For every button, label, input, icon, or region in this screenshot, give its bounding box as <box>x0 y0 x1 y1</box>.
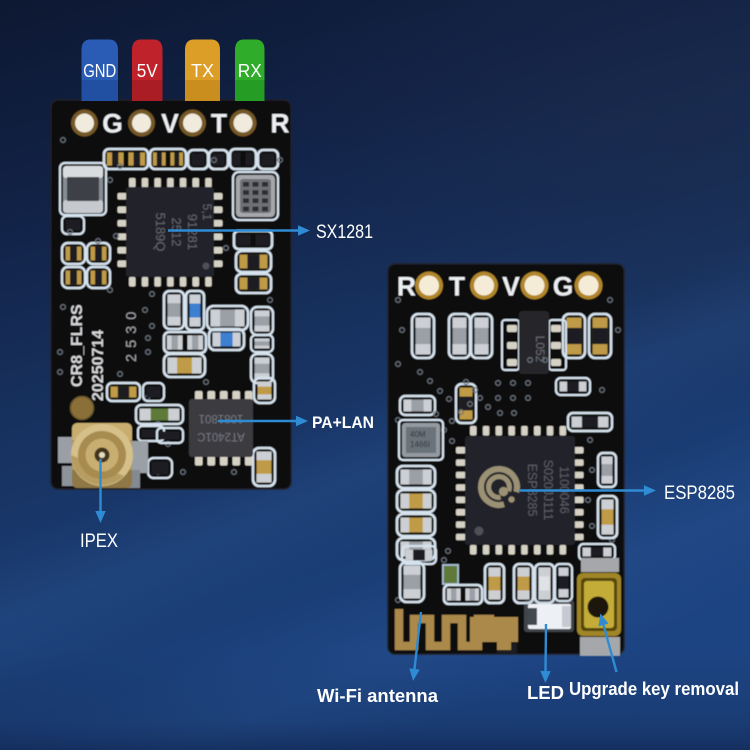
svg-text:R: R <box>270 109 289 139</box>
svg-text:5V: 5V <box>137 61 158 81</box>
svg-text:G: G <box>553 272 574 302</box>
svg-text:91281: 91281 <box>185 214 200 250</box>
svg-text:GND: GND <box>83 61 116 81</box>
svg-text:SX1281: SX1281 <box>316 221 373 243</box>
svg-text:Upgrade key removal: Upgrade key removal <box>569 679 739 699</box>
svg-text:IPEX: IPEX <box>80 530 118 552</box>
svg-text:5,1: 5,1 <box>200 204 214 221</box>
svg-text:20250714: 20250714 <box>90 330 107 401</box>
svg-text:V: V <box>161 109 179 139</box>
svg-text:T: T <box>449 272 465 302</box>
svg-text:LED: LED <box>527 683 564 703</box>
svg-text:L052: L052 <box>533 336 547 363</box>
svg-text:RX: RX <box>238 61 262 81</box>
svg-text:G: G <box>102 109 123 139</box>
svg-text:CR8_FLRS: CR8_FLRS <box>69 304 86 387</box>
svg-text:40M: 40M <box>410 430 426 439</box>
svg-text:AT2401C: AT2401C <box>197 430 245 442</box>
svg-text:PA+LAN: PA+LAN <box>312 413 374 432</box>
svg-text:ESP8285: ESP8285 <box>664 483 735 504</box>
svg-text:V: V <box>502 272 520 302</box>
svg-text:TX: TX <box>191 61 214 81</box>
svg-text:R: R <box>397 272 416 302</box>
svg-text:T: T <box>211 109 227 139</box>
svg-text:5189Q: 5189Q <box>153 212 168 251</box>
svg-text:Wi-Fi antenna: Wi-Fi antenna <box>317 686 439 706</box>
svg-text:1081801: 1081801 <box>199 412 244 424</box>
svg-text:2512: 2512 <box>169 218 184 247</box>
svg-text:1466I: 1466I <box>410 440 430 449</box>
svg-text:2530: 2530 <box>124 306 140 362</box>
